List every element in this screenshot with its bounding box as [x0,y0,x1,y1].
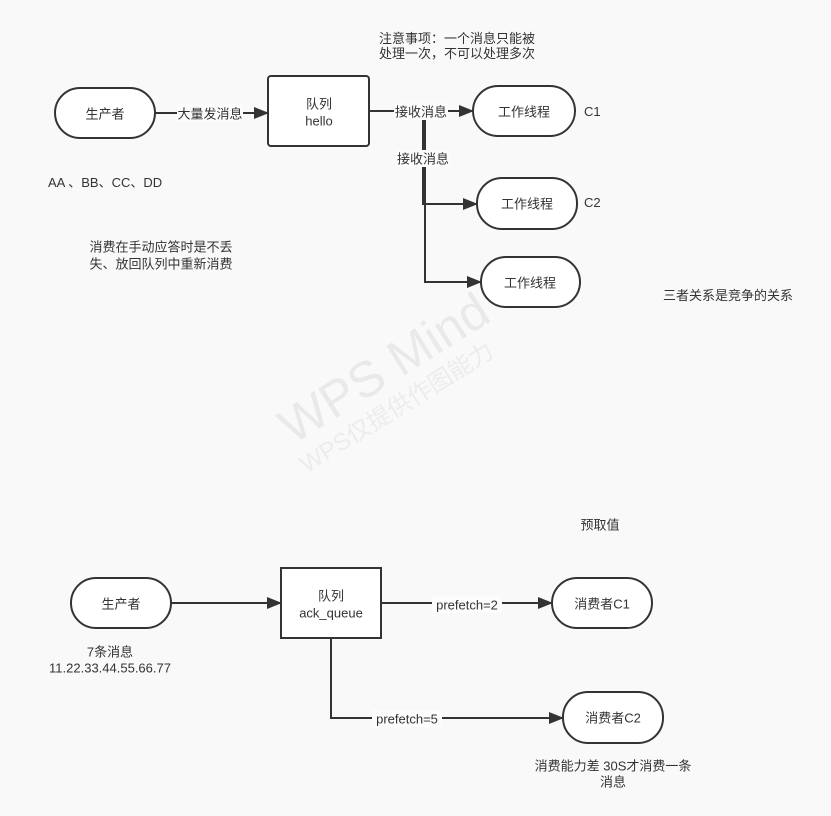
prefetch-5-label-bg [372,710,442,727]
edge-to-consumer-2-line [330,638,564,724]
ack-note-line-2: 失、放回队列中重新消费 [89,257,232,272]
worker-2-tag: C2 [584,195,601,210]
queue-label-line-1: 队列 [306,97,332,112]
send-edge-label-bg [177,104,243,122]
top-note-line-1: 注意事项：一个消息只能被 [379,31,535,46]
producer-label: 生产者 [85,107,124,122]
edge-to-worker-3 [424,111,482,288]
send-edge-label: 大量发消息 [177,107,242,122]
prefetch-title: 预取值 [580,518,619,533]
ack-queue-label-line-2: ack_queue [299,606,363,621]
edge-to-worker-2 [422,111,478,210]
worker-2-shape [476,177,578,230]
worker-node-3: 工作线程 [480,256,581,308]
worker-1-shape [472,85,576,137]
consumer-2-note-line-2: 消息 [600,775,626,790]
receive-edges: 接收消息 接收消息 [369,103,482,288]
worker-3-shape [480,256,581,308]
ack-note-line-1: 消费在手动应答时是不丢 [89,240,232,255]
consumer-1-label: 消费者C1 [574,597,630,612]
producer-2-note-line-2: 11.22.33.44.55.66.77 [49,661,171,676]
diagram-prefetch: 预取值 生产者 7条消息 11.22.33.44.55.66.77 队列 ack… [49,518,691,790]
receive-label-2-bg [396,150,450,167]
producer-note: AA 、BB、CC、DD [48,175,162,190]
receive-label-1-bg [394,103,448,120]
queue-label-line-2: hello [305,114,332,129]
worker-1-tag: C1 [584,104,601,119]
send-edge: 大量发消息 [155,104,269,122]
producer-2-note-line-1: 7条消息 [87,645,133,660]
edge-to-consumer-2: prefetch=5 [330,638,564,727]
queue-node: 队列 hello [267,75,370,147]
top-note-line-2: 处理一次，不可以处理多次 [379,46,535,61]
prefetch-2-label: prefetch=2 [436,598,498,613]
consumer-2-node: 消费者C2 [562,691,664,744]
producer-2-label: 生产者 [101,597,140,612]
consumer-2-note-line-1: 消费能力差 30S才消费一条 [535,759,692,774]
ack-queue-node: 队列 ack_queue [280,567,382,639]
diagram-work-queue: 注意事项：一个消息只能被 处理一次，不可以处理多次 生产者 AA 、BB、CC、… [48,31,793,308]
edge-to-consumer-1: prefetch=2 [381,596,553,613]
watermark: WPS Mind WPS仅提供作图能力 [269,282,499,479]
prefetch-2-label-bg [432,596,502,613]
producer-node: 生产者 [54,87,156,139]
consumer-2-label: 消费者C2 [585,711,641,726]
producer-2-node: 生产者 [70,577,172,629]
receive-label-1: 接收消息 [395,105,447,120]
consumer-1-shape [551,577,653,629]
worker-3-label: 工作线程 [504,276,556,291]
consumer-1-node: 消费者C1 [551,577,653,629]
ack-queue-label-line-1: 队列 [318,589,344,604]
worker-1-label: 工作线程 [498,105,550,120]
consumer-2-shape [562,691,664,744]
receive-label-2: 接收消息 [397,152,449,167]
prefetch-5-label: prefetch=5 [376,712,438,727]
worker-node-1: 工作线程 [472,85,576,137]
worker-node-2: 工作线程 [476,177,578,230]
relation-note: 三者关系是竞争的关系 [663,288,793,303]
worker-2-label: 工作线程 [501,197,553,212]
